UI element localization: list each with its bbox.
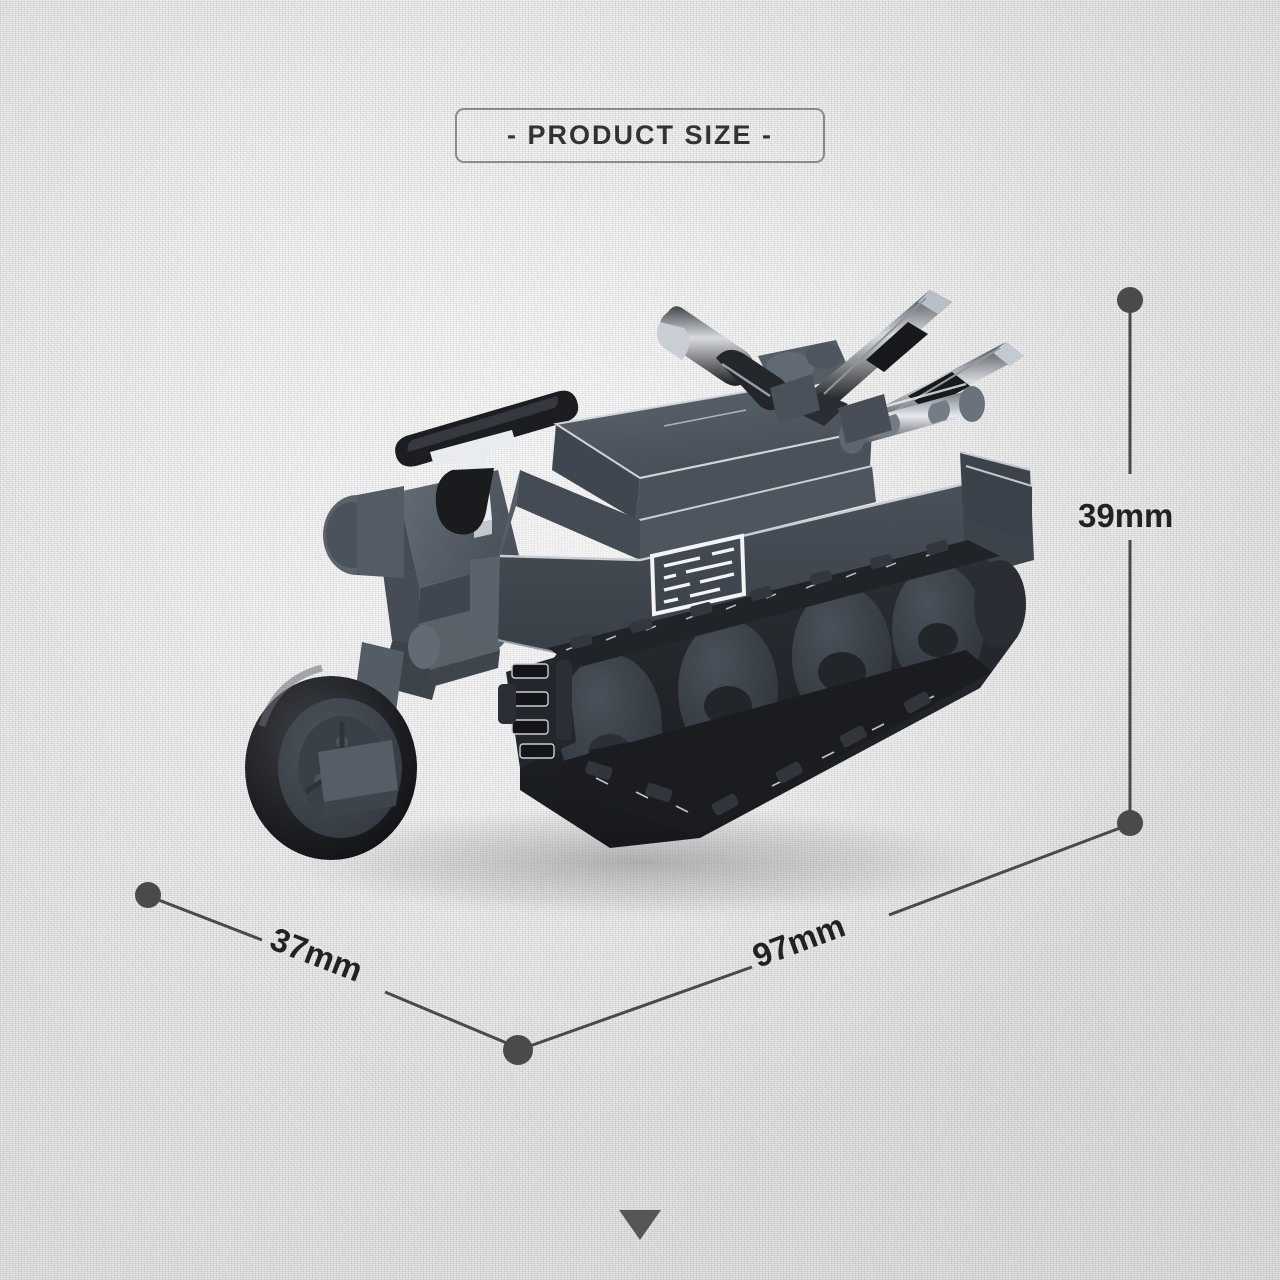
rifle-upper	[800, 290, 952, 426]
page-title: - PRODUCT SIZE -	[507, 120, 773, 150]
bottom-corner-dot	[503, 1035, 533, 1065]
front-wheel-assembly	[245, 600, 470, 860]
rocket-round	[656, 306, 789, 411]
product-size-title-box: - PRODUCT SIZE -	[455, 108, 825, 163]
depth-label: 37mm	[265, 920, 367, 989]
depth-line-upper	[155, 897, 263, 942]
length-label: 97mm	[747, 906, 849, 974]
triangle-down-icon[interactable]	[619, 1210, 661, 1240]
drive-sprocket	[498, 654, 576, 768]
depth-dimension: 37mm	[135, 882, 533, 1065]
grille-decal	[649, 533, 747, 617]
height-dimension: 39mm	[1078, 287, 1173, 823]
depth-endpoint-dot	[135, 882, 161, 908]
length-line-right	[888, 826, 1121, 917]
height-endpoint-dot-top	[1117, 287, 1143, 313]
height-label: 39mm	[1078, 497, 1173, 534]
track-assembly	[498, 539, 1026, 848]
depth-line-lower	[384, 990, 510, 1046]
handlebar	[395, 390, 579, 538]
length-endpoint-dot	[1117, 810, 1143, 836]
model-shadow	[280, 806, 1000, 918]
scroll-down-indicator[interactable]	[617, 1208, 663, 1242]
armament-cluster	[656, 290, 1024, 454]
length-line-left	[526, 965, 753, 1049]
rear-fender	[965, 465, 1033, 540]
length-dimension: 97mm	[526, 810, 1143, 1049]
